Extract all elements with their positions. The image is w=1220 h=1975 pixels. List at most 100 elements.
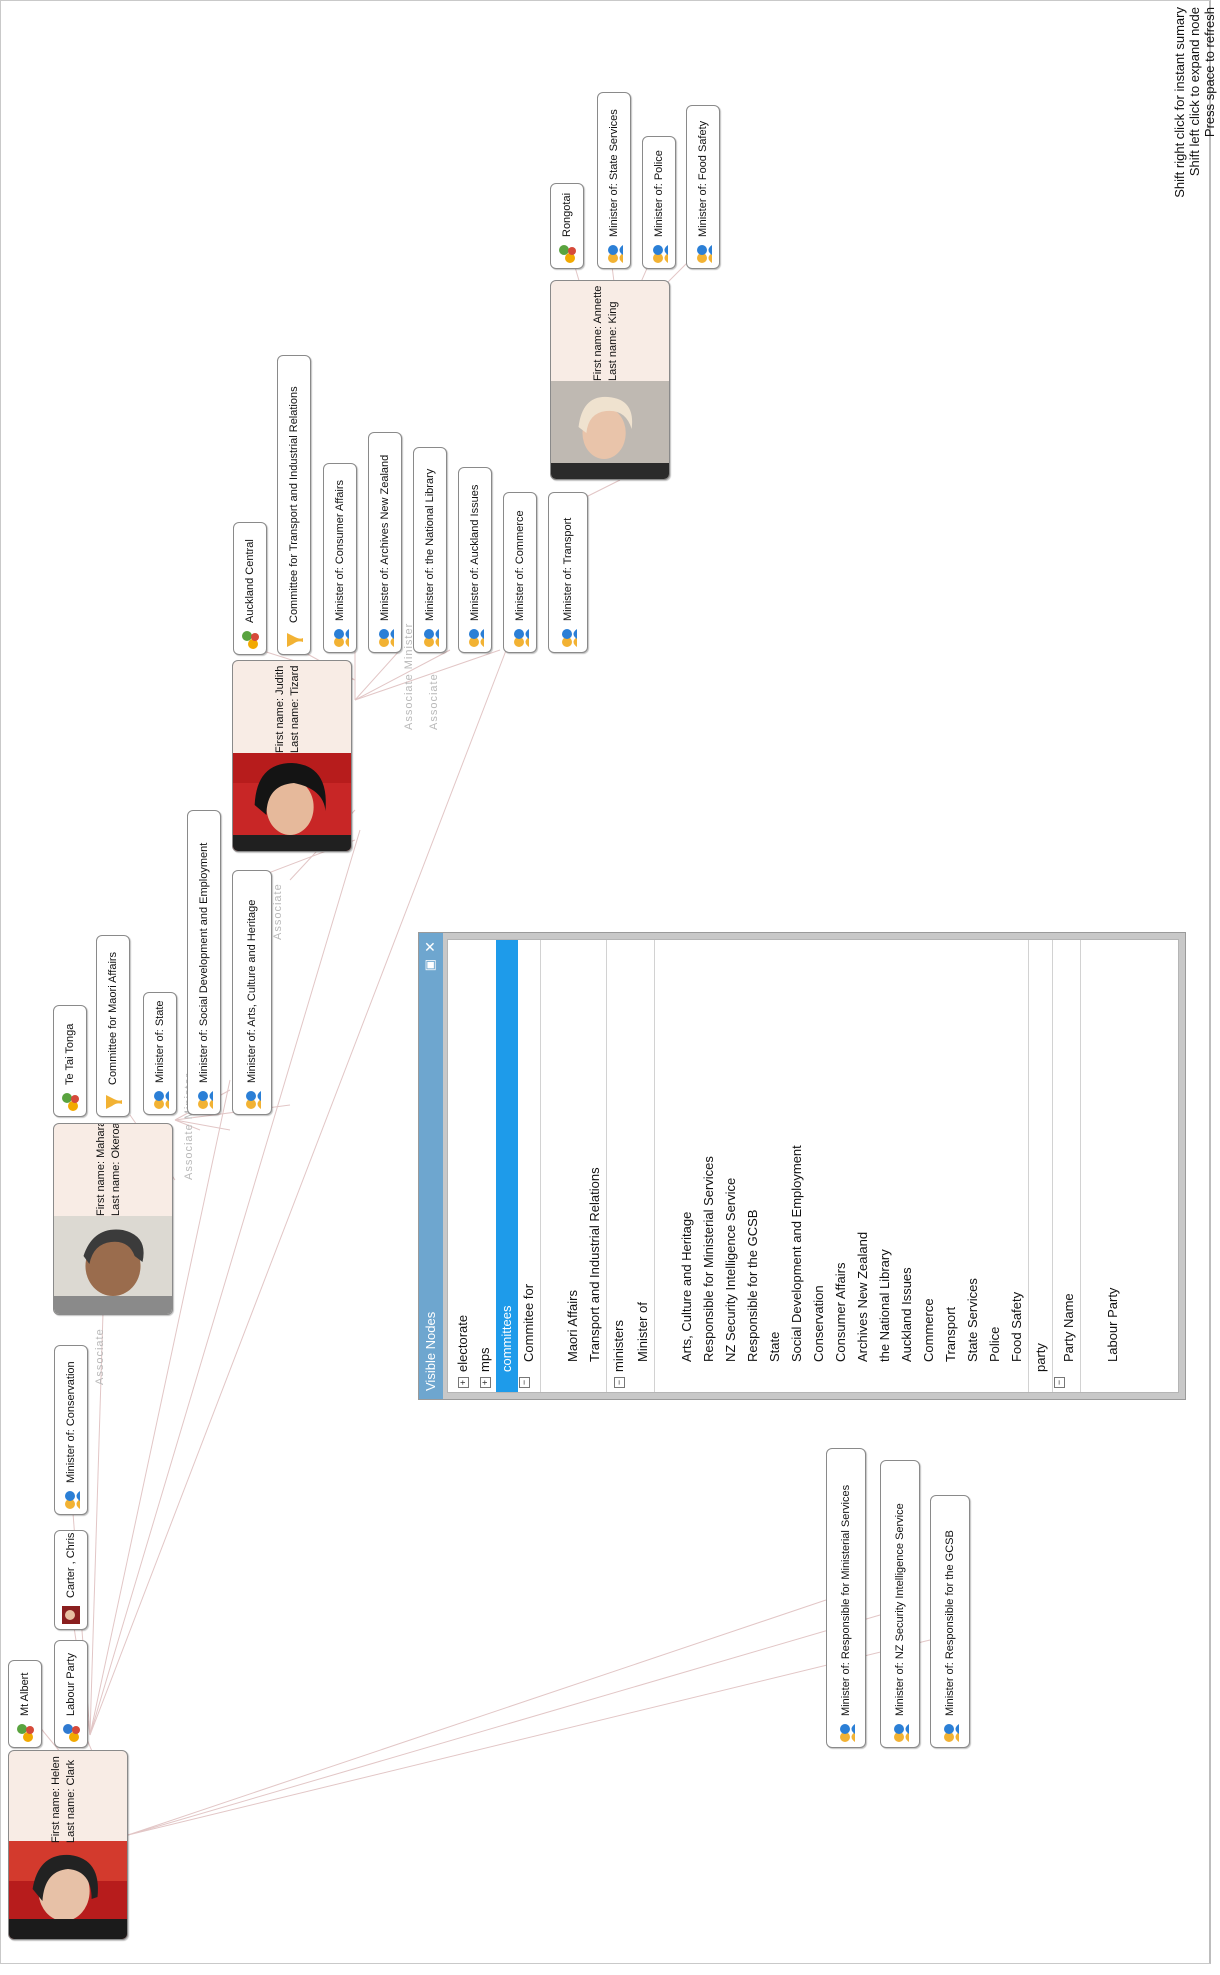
minister-node-arts-culture[interactable]: Minister of: Arts, Culture and Heritage [232,870,272,1115]
minister-node-food-safety[interactable]: Minister of: Food Safety [686,105,720,269]
minister-icon [693,243,713,265]
minister-node-police[interactable]: Minister of: Police [642,136,676,269]
tree-item-nzsis[interactable]: NZ Security Intelligence Service [723,1177,738,1362]
node-label: Minister of: Transport [562,517,574,621]
mp-photo-icon [61,1604,81,1626]
minister-node-state-services[interactable]: Minister of: State Services [597,92,631,269]
tree-item-conservation[interactable]: Conservation [811,1285,826,1362]
minister-node-transport[interactable]: Minister of: Transport [548,492,588,653]
node-label: Te Tai Tonga [64,1023,76,1085]
tree-item-mps[interactable]: +mps [474,940,496,1392]
electorate-node-mt-albert[interactable]: Mt Albert [8,1660,42,1748]
tree-item-auckland[interactable]: Auckland Issues [899,1267,914,1362]
expand-icon[interactable]: + [480,1377,491,1388]
edge-label: Associate [94,1328,106,1385]
person-last-name: Last name: King [607,301,619,382]
node-label: Carter , Chris [65,1532,77,1598]
tree-item-archives[interactable]: Archives New Zealand [855,1231,870,1362]
person-last-name: Last name: Clark [65,1759,77,1843]
tree-item-transport-ir[interactable]: Transport and Industrial Relations [587,1167,602,1362]
expand-icon[interactable]: + [458,1377,469,1388]
tree-item-state-services[interactable]: State Services [965,1278,980,1362]
node-label: Committee for Maori Affairs [107,951,119,1085]
minister-node-social-development[interactable]: Minister of: Social Development and Empl… [187,810,221,1115]
maximize-icon[interactable]: ▣ [422,959,437,972]
panel-titlebar[interactable]: Visible Nodes ▣ ✕ [419,933,443,1399]
tree-item-arts[interactable]: Arts, Culture and Heritage [679,1211,694,1362]
electorate-node-rongotai[interactable]: Rongotai [550,183,584,269]
tree-item-social[interactable]: Social Development and Employment [789,1145,804,1362]
tree-item-commerce[interactable]: Commerce [921,1298,936,1362]
tree-item-party-name[interactable]: Party Name [1061,1293,1076,1362]
person-node-helen-clark[interactable]: First name: Helen Last name: Clark [8,1750,128,1940]
minister-node-nzsis[interactable]: Minister of: NZ Security Intelligence Se… [880,1460,920,1748]
hint-summary: Shift right click for instant sumary [1172,7,1187,198]
committee-icon [284,629,304,651]
minister-node-national-library[interactable]: Minister of: the National Library [413,447,447,653]
person-last-name: Last name: Tizard [289,665,301,753]
tree-item-gcsb[interactable]: Responsible for the GCSB [745,1209,760,1362]
minister-node-commerce[interactable]: Minister of: Commerce [503,492,537,653]
committee-node-transport-industrial[interactable]: Committee for Transport and Industrial R… [277,355,311,655]
mp-node-carter-chris[interactable]: Carter , Chris [54,1530,88,1630]
party-icon [61,1722,81,1744]
minister-node-conservation[interactable]: Minister of: Conservation [54,1345,88,1515]
edge-label: Associate [272,883,284,940]
person-node-judith-tizard[interactable]: First name: Judith Last name: Tizard [232,660,352,852]
electorate-icon [240,629,260,651]
node-label: Minister of: Social Development and Empl… [198,842,210,1083]
tree-item-ministerial[interactable]: Responsible for Ministerial Services [701,1156,716,1362]
party-node-labour-party[interactable]: Labour Party [54,1640,88,1748]
tree-item-police[interactable]: Police [987,1326,1002,1362]
tree-item-consumer[interactable]: Consumer Affairs [833,1262,848,1362]
person-first-name: First name: Annette [592,285,604,381]
node-label: Minister of: Auckland Issues [469,484,481,621]
tree-item-state[interactable]: State [767,1331,782,1362]
electorate-icon [557,243,577,265]
tree-item-electorate[interactable]: +electorate [452,940,474,1392]
hint-refresh: Press space to refresh [1202,7,1217,138]
person-node-annette-king[interactable]: First name: Annette Last name: King [550,280,670,480]
close-icon[interactable]: ✕ [422,941,438,953]
tree-item-ministers[interactable]: ministers [611,1319,626,1372]
tree-item-minister-of[interactable]: Minister of [635,1302,650,1362]
minister-node-archives-nz[interactable]: Minister of: Archives New Zealand [368,432,402,653]
tree-item-labour[interactable]: Labour Party [1105,1287,1120,1362]
committee-node-maori-affairs[interactable]: Committee for Maori Affairs [96,935,130,1117]
tree-item-library[interactable]: the National Library [877,1249,892,1362]
electorate-node-auckland-central[interactable]: Auckland Central [233,522,267,655]
node-label: Auckland Central [244,539,256,623]
node-label: Minister of: Arts, Culture and Heritage [246,899,258,1083]
minister-icon [649,243,669,265]
electorate-icon [60,1091,80,1113]
electorate-node-te-tai-tonga[interactable]: Te Tai Tonga [53,1005,87,1117]
portrait-photo [54,1216,172,1314]
tree-item-committees[interactable]: committees [496,940,518,1392]
node-label: Minister of: Food Safety [697,120,709,237]
tree-item-committee-for[interactable]: Commitee for [521,1283,536,1362]
person-node-mahara-okeroa[interactable]: First name: Mahara Last name: Okeroa [53,1123,173,1315]
tree-item-food[interactable]: Food Safety [1009,1291,1024,1362]
tree-view[interactable]: +electorate +mps committees − Commitee f… [447,939,1179,1393]
edge-label: Associate [428,673,440,730]
minister-icon [890,1722,910,1744]
minister-node-auckland-issues[interactable]: Minister of: Auckland Issues [458,467,492,653]
tree-item-party[interactable]: party [1033,1343,1048,1372]
node-label: Mt Albert [19,1672,31,1716]
node-label: Minister of: Consumer Affairs [334,479,346,621]
tree-item-maori-affairs[interactable]: Maori Affairs [565,1289,580,1362]
minister-node-gcsb[interactable]: Minister of: Responsible for the GCSB [930,1495,970,1748]
portrait-photo [233,753,351,851]
minister-node-ministerial-services[interactable]: Minister of: Responsible for Ministerial… [826,1448,866,1748]
node-label: Minister of: Responsible for Ministerial… [840,1484,852,1716]
minister-node-state[interactable]: Minister of: State [143,992,177,1115]
minister-node-consumer-affairs[interactable]: Minister of: Consumer Affairs [323,463,357,653]
portrait-photo [551,381,669,479]
tree-item-transport[interactable]: Transport [943,1306,958,1362]
person-first-name: First name: Judith [274,665,286,753]
committee-icon [103,1091,123,1113]
node-label: Minister of: Commerce [514,510,526,621]
node-label: Committee for Transport and Industrial R… [288,386,300,623]
person-first-name: First name: Helen [50,1756,62,1843]
